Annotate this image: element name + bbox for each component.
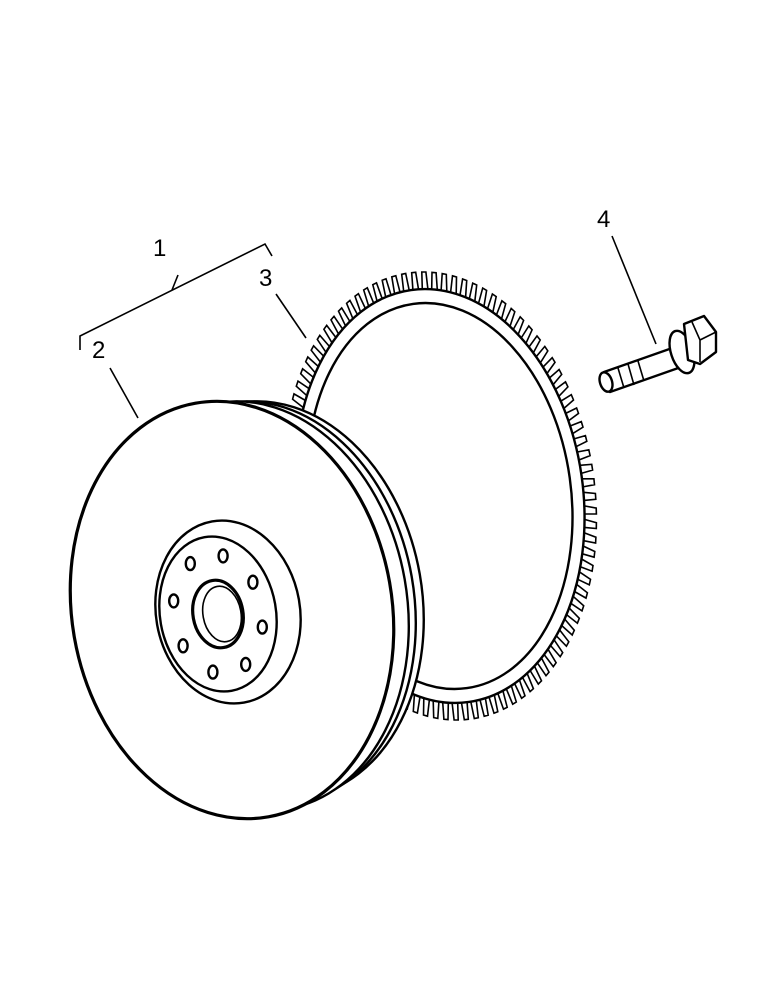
bolt-tip — [598, 371, 614, 393]
callout-3: 3 — [259, 265, 272, 292]
callout-3-leader — [275, 293, 307, 339]
flywheel-bore-inner — [201, 585, 243, 643]
callout-4-leader — [611, 235, 657, 345]
bolt-hex-edges — [691, 321, 717, 362]
bolt-hole — [239, 656, 252, 673]
callout-1: 1 — [153, 235, 166, 262]
bolt-hole — [167, 593, 180, 609]
bolt-hole — [256, 619, 268, 635]
bolt-hole — [247, 574, 259, 590]
callout-1-group: 1 — [79, 235, 273, 350]
callout-2-group: 2 — [92, 337, 139, 419]
callout-4-group: 4 — [597, 206, 657, 345]
bolt-hole — [217, 548, 229, 564]
callout-2: 2 — [92, 337, 105, 364]
callout-4: 4 — [597, 206, 610, 233]
flywheel-bolt — [598, 314, 718, 394]
bolt-hole — [184, 555, 197, 572]
flywheel-bolt-holes — [167, 548, 268, 680]
callout-2-leader — [109, 367, 139, 419]
bolt-hole — [177, 638, 189, 654]
bolt-hole — [207, 664, 219, 680]
callout-3-group: 3 — [259, 265, 307, 339]
callout-1-bracket — [79, 242, 273, 350]
bolt-threads — [617, 360, 645, 389]
flywheel — [68, 399, 425, 821]
